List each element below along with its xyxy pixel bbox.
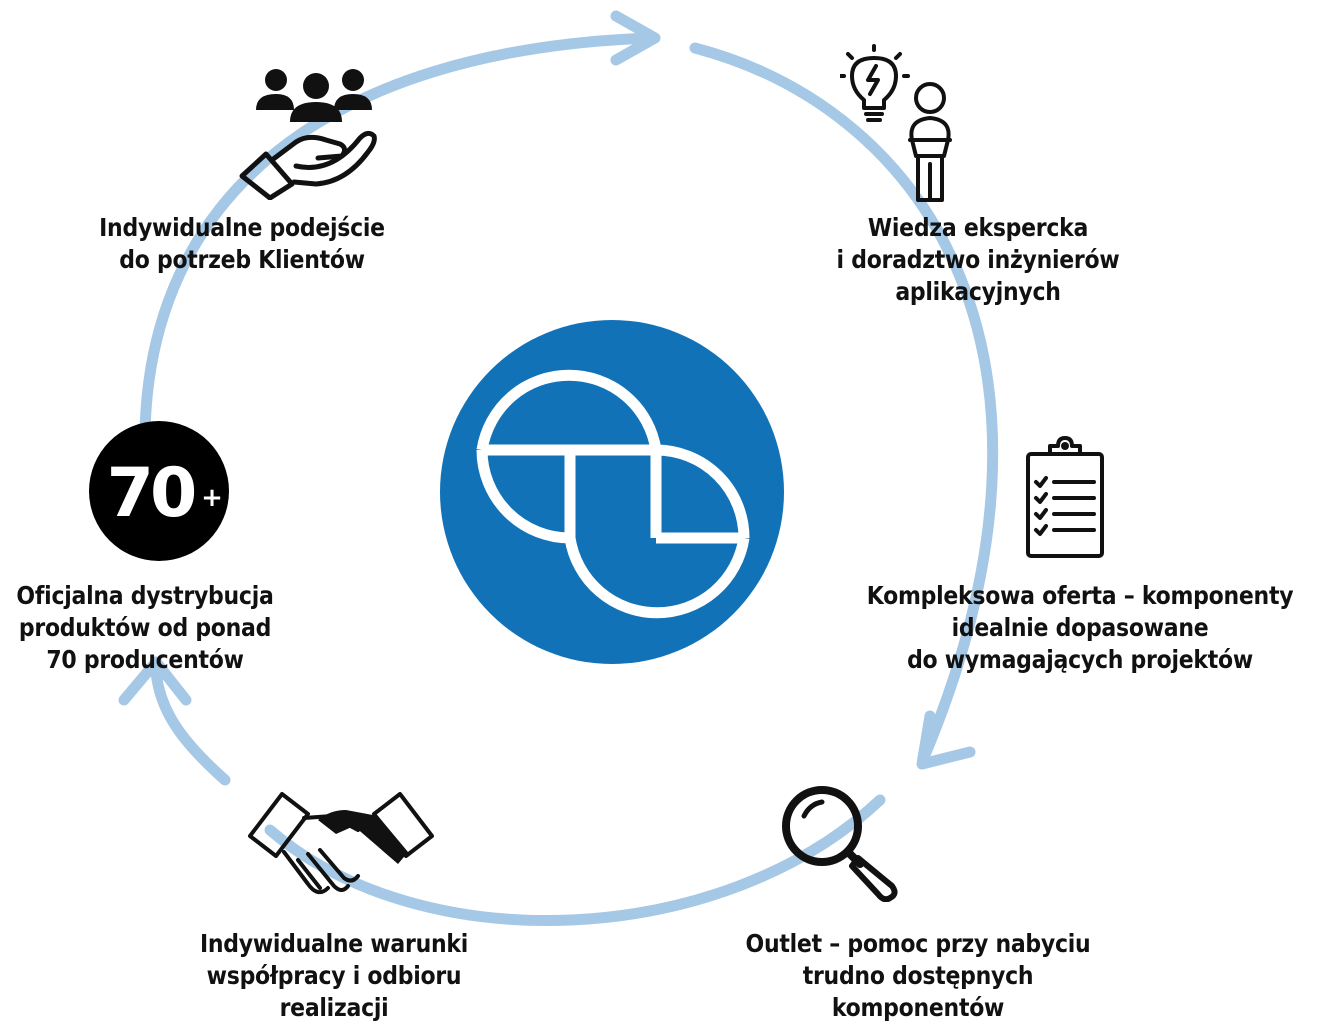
label-line: Oficjalna dystrybucja [16,581,274,610]
cycle-arc-top-left [139,32,656,438]
clipboard-checklist-icon [1026,436,1104,558]
cycle-arc-right [689,42,999,761]
label-line: Kompleksowa oferta – komponenty [866,581,1294,610]
seventy-plus-badge-icon: 70 + [89,421,229,561]
label-line: idealnie dopasowane [951,613,1209,642]
label-individual-approach: Indywidualne podejście do potrzeb Klient… [85,212,398,276]
cycle-arc-bottom-left [150,666,231,786]
arrow-down-icon [916,710,976,770]
engineer-idea-icon [840,44,952,202]
company-logo-icon [440,320,784,664]
magnifier-icon [782,786,898,902]
badge-number: 70 [107,454,195,533]
label-line: do wymagających projektów [907,645,1253,674]
arrow-right-icon [610,10,661,66]
label-line: realizacji [279,993,389,1022]
label-line: Indywidualne podejście [99,213,385,242]
label-line: produktów od ponad [18,613,272,642]
label-line: i doradztwo inżynierów [836,245,1120,274]
people-in-hand-icon [239,69,377,200]
label-line: Wiedza ekspercka [867,213,1089,242]
label-line: trudno dostępnych [802,961,1034,990]
label-line: Indywidualne warunki [199,929,469,958]
label-individual-terms: Indywidualne warunki współpracy i odbior… [177,928,490,1024]
badge-suffix: + [201,483,223,513]
handshake-icon [248,792,434,895]
label-complete-offer: Kompleksowa oferta – komponenty idealnie… [860,580,1300,676]
label-line: do potrzeb Klientów [119,245,365,274]
label-official-distribution: Oficjalna dystrybucja produktów od ponad… [12,580,278,676]
label-line: Outlet – pomoc przy nabyciu [745,929,1091,958]
label-expert-knowledge: Wiedza ekspercka i doradztwo inżynierów … [821,212,1134,308]
label-line: komponentów [831,993,1005,1022]
arrow-up-icon [118,656,192,706]
label-line: 70 producentów [46,645,244,674]
label-outlet: Outlet – pomoc przy nabyciu trudno dostę… [744,928,1092,1024]
label-line: współpracy i odbioru [206,961,462,990]
label-line: aplikacyjnych [895,277,1061,306]
